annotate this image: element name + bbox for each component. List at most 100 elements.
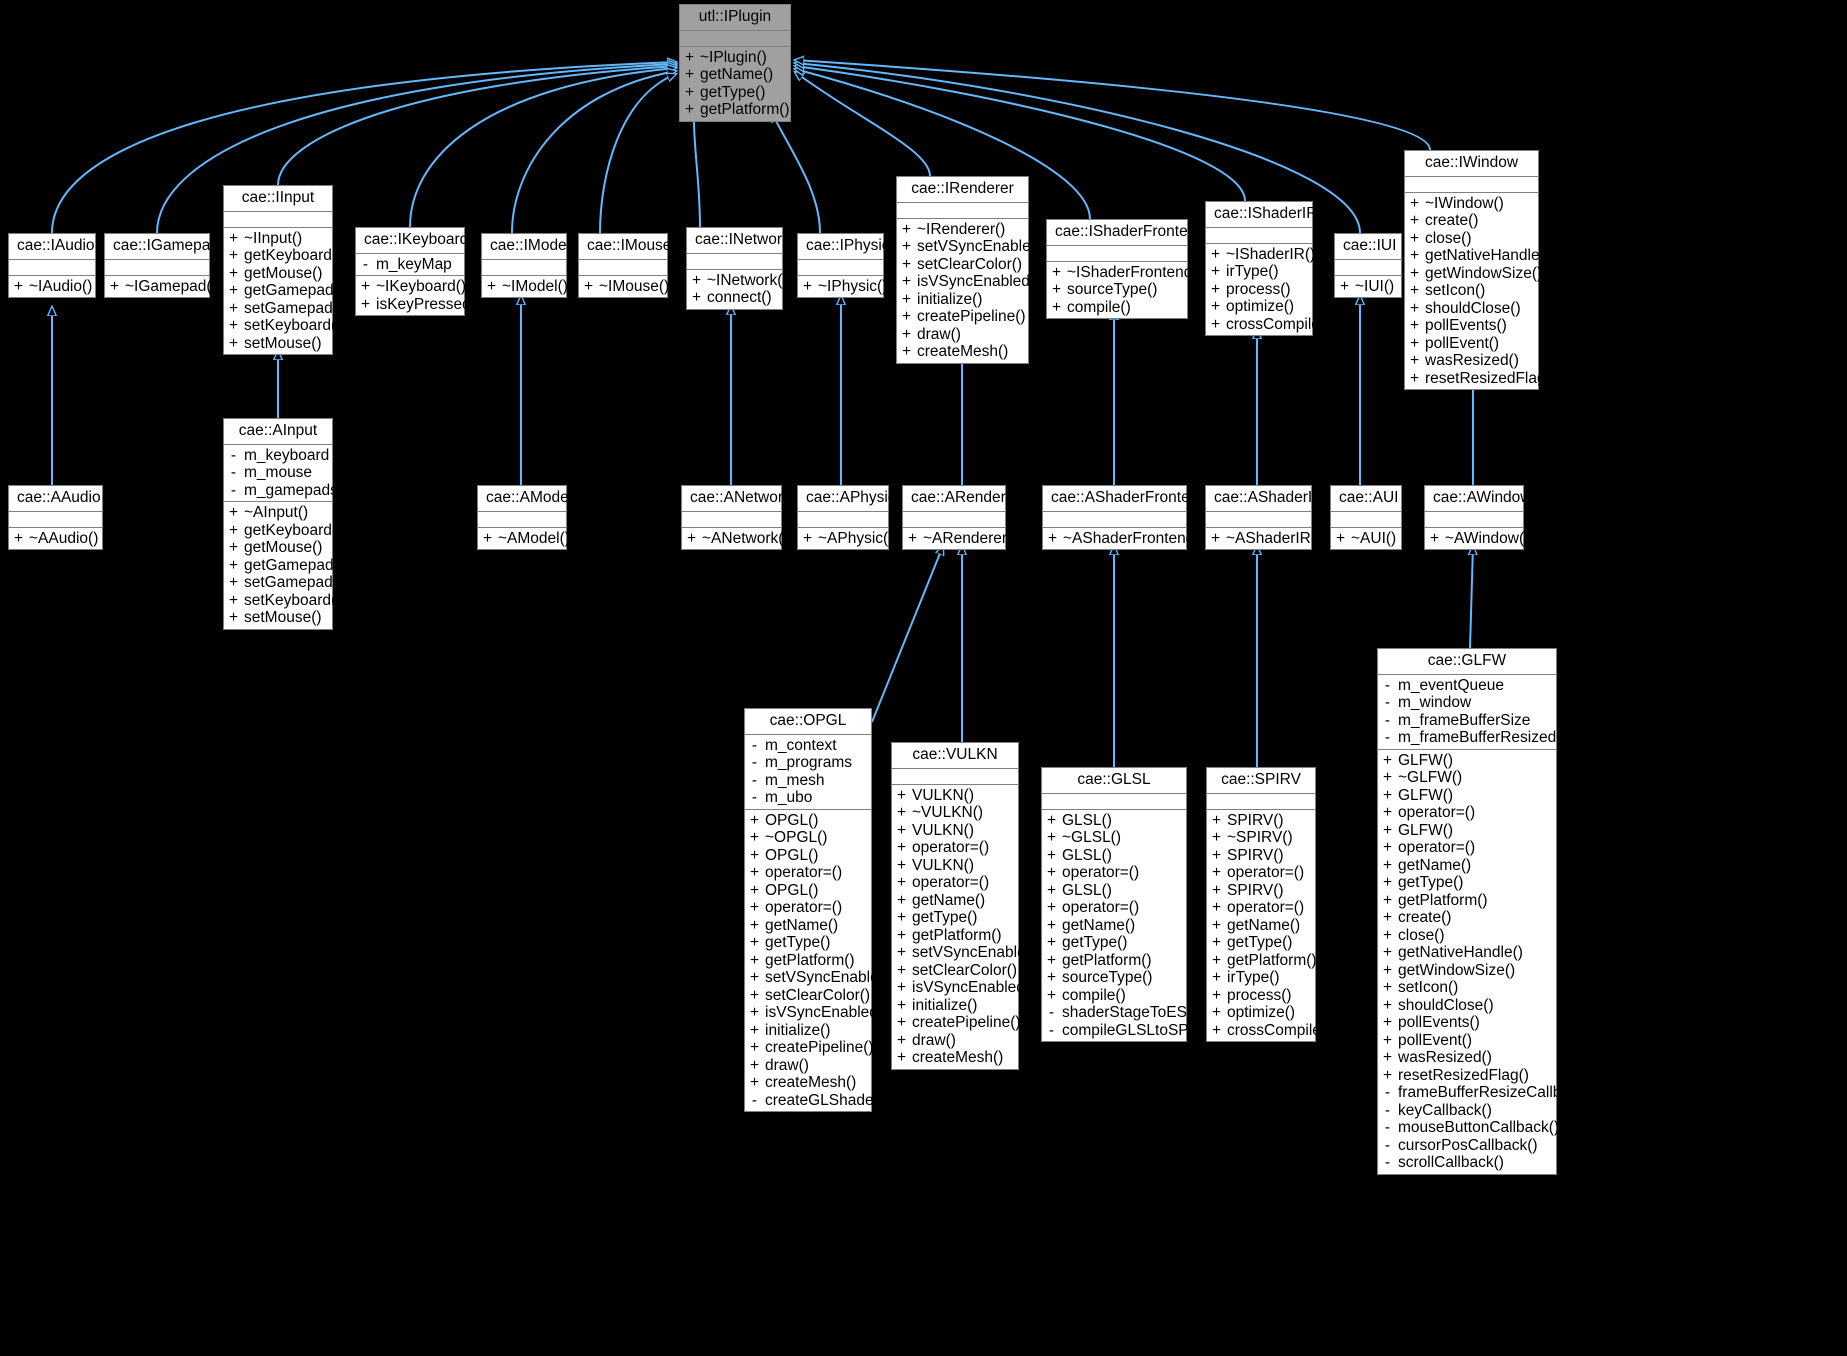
visibility-marker: + [897,839,907,856]
visibility-marker: + [229,556,239,574]
class-box-IGamepad[interactable]: cae::IGamepad+~IGamepad() [104,233,219,298]
member-name: m_ubo [765,789,813,806]
member-name: process() [1226,280,1291,298]
class-box-AShaderFrontend[interactable]: cae::AShaderFrontend+~AShaderFrontend() [1042,485,1207,550]
class-box-GLSL[interactable]: cae::GLSL+GLSL()+~GLSL()+GLSL()+operator… [1041,767,1225,1042]
class-box-IInput[interactable]: cae::IInput+~IInput()+getKeyboard()+getM… [223,185,352,355]
class-member: +VULKN() [892,787,1018,805]
class-member: +resetResizedFlag() [1405,369,1556,388]
member-name: getName() [1062,916,1136,934]
visibility-marker: + [1383,996,1393,1014]
class-member: +getWindowSize() [1378,962,1556,980]
class-member: +isVSyncEnabled() [892,979,1035,997]
member-name: operator=() [1398,804,1476,821]
visibility-marker: + [1212,811,1222,829]
class-box-IPhysic[interactable]: cae::IPhysic+~IPhysic() [797,233,890,298]
class-box-IMouse[interactable]: cae::IMouse+~IMouse() [578,233,671,298]
class-box-AShaderIR[interactable]: cae::AShaderIR+~AShaderIR() [1205,485,1323,550]
class-member: +operator=() [892,874,1018,892]
class-box-ARenderer[interactable]: cae::ARenderer+~ARenderer() [902,485,1020,550]
member-name: shouldClose() [1425,299,1521,317]
class-box-IModel[interactable]: cae::IModel+~IModel() [481,233,570,298]
visibility-marker: + [1410,194,1420,212]
member-name: ~GLSL() [1062,829,1122,846]
class-member: +setGamepads() [224,574,351,592]
class-member: +createPipeline() [745,1039,874,1057]
methods-compartment: +~IGamepad() [105,276,217,298]
class-box-OPGL[interactable]: cae::OPGL-m_context-m_programs-m_mesh-m_… [744,708,898,1112]
member-name: ~AModel() [498,529,570,547]
attributes-compartment [105,260,209,276]
class-box-AWindow[interactable]: cae::AWindow+~AWindow() [1424,485,1532,550]
visibility-marker: - [1384,1101,1391,1119]
member-name: ~SPIRV() [1227,829,1293,846]
class-member: +createPipeline() [892,1014,1021,1032]
member-name: operator=() [1227,864,1305,881]
class-member: +~IUI() [1335,278,1401,296]
class-box-IKeyboard[interactable]: cae::IKeyboard-m_keyMap+~IKeyboard()+isK… [355,227,481,316]
class-title: cae::AShaderFrontend [1043,486,1207,512]
class-member: +getPlatform() [1207,952,1317,970]
class-box-VULKN[interactable]: cae::VULKN+VULKN()+~VULKN()+VULKN()+oper… [891,742,1045,1070]
class-member: -scrollCallback() [1378,1154,1556,1172]
visibility-marker: + [750,829,760,846]
member-name: ~AShaderFrontend() [1063,529,1205,547]
class-member: + operator=() [1207,864,1315,882]
visibility-marker: + [229,521,239,539]
class-title: cae::IWindow [1405,151,1538,177]
member-name: OPGL() [765,881,819,899]
class-box-IRenderer[interactable]: cae::IRenderer+~IRenderer()+setVSyncEnab… [896,176,1050,364]
visibility-marker: + [1410,247,1420,264]
class-box-IPlugin[interactable]: utl::IPlugin+~IPlugin()+getName()+getTyp… [679,4,791,122]
class-box-AAudio[interactable]: cae::AAudio+~AAudio() [8,485,103,550]
visibility-marker: - [1384,1084,1391,1101]
class-box-ANetwork[interactable]: cae::ANetwork+~ANetwork() [681,485,791,550]
class-member: +~IGamepad() [105,278,217,296]
class-title: cae::IShaderIR [1206,202,1317,228]
class-box-IWindow[interactable]: cae::IWindow+~IWindow()+create()+close()… [1404,150,1556,390]
visibility-marker: - [1384,711,1391,729]
class-box-IShaderIR[interactable]: cae::IShaderIR+~IShaderIR()+irType()+pro… [1205,201,1330,336]
class-box-IShaderFrontend[interactable]: cae::IShaderFrontend+~IShaderFrontend()+… [1046,219,1205,319]
member-name: setKeyboard() [244,317,342,334]
visibility-marker: + [750,986,760,1004]
class-box-GLFW[interactable]: cae::GLFW-m_eventQueue-m_window-m_frameB… [1377,648,1596,1175]
member-name: getGamepads() [244,556,352,574]
class-box-APhysic[interactable]: cae::APhysic+~APhysic() [797,485,896,550]
member-name: m_gamepads [244,481,338,499]
member-name: draw() [917,325,961,343]
member-name: operator=() [912,874,990,891]
class-box-IUI[interactable]: cae::IUI+~IUI() [1334,233,1402,298]
member-name: setVSyncEnabled() [912,944,1045,961]
visibility-marker: + [1383,856,1393,874]
class-box-INetwork[interactable]: cae::INetwork+~INetwork()+connect() [686,227,790,310]
visibility-marker: + [1430,529,1440,547]
attributes-compartment [897,203,1028,219]
methods-compartment: +GLSL()+~GLSL()+GLSL()+operator=()+GLSL(… [1042,810,1225,1042]
class-box-SPIRV[interactable]: cae::SPIRV+SPIRV()+~SPIRV()+SPIRV()+oper… [1206,767,1331,1042]
member-name: irType() [1227,969,1280,986]
attributes-compartment [9,512,102,528]
visibility-marker: + [1410,369,1420,387]
methods-compartment: +~AInput()+getKeyboard()+getMouse()+getG… [224,502,352,629]
methods-compartment: +~AShaderIR() [1206,528,1321,550]
class-box-AUI[interactable]: cae::AUI+~AUI() [1330,485,1402,550]
visibility-marker: + [750,934,760,951]
class-box-IAudio[interactable]: cae::IAudio+~IAudio() [8,233,96,298]
class-member: +close() [1378,927,1556,945]
visibility-marker: + [1212,864,1222,881]
member-name: compile() [1067,298,1131,316]
class-member: -shaderStageToESh() [1042,1004,1206,1022]
class-box-AInput[interactable]: cae::AInput-m_keyboard-m_mouse-m_gamepad… [223,418,352,630]
visibility-marker: + [1410,264,1420,282]
class-member: +OPGL() [745,812,871,830]
class-title: cae::AUI [1331,486,1401,512]
class-member: +getMouse() [224,265,332,283]
member-name: getType() [912,909,978,926]
visibility-marker: + [902,308,912,325]
member-name: ~APhysic() [818,529,894,547]
class-box-AModel[interactable]: cae::AModel+~AModel() [477,485,572,550]
visibility-marker: + [487,277,497,295]
member-name: optimize() [1227,1004,1296,1021]
edge-IRenderer-to-IPlugin [795,72,931,177]
